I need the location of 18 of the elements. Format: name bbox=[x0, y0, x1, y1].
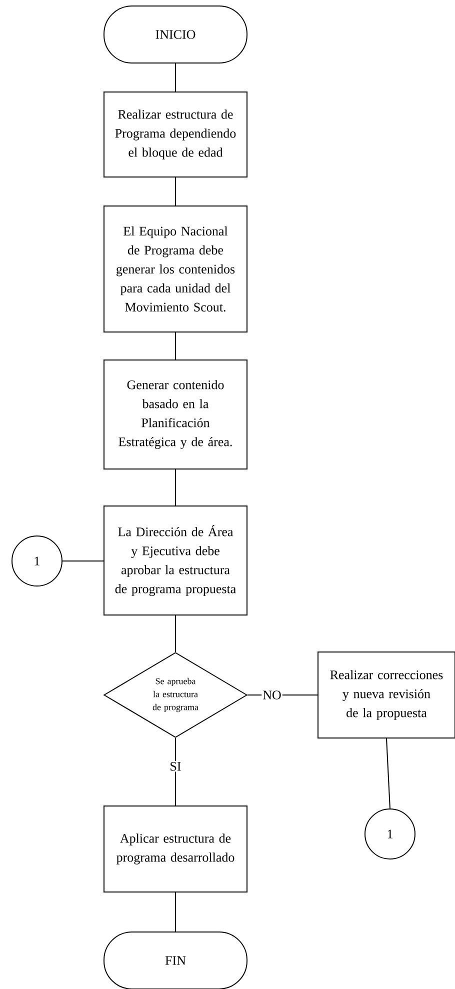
process-box: Realizar correcciones y nueva revisión de la propuesta bbox=[318, 652, 455, 738]
connector-line bbox=[386, 738, 390, 809]
process-box: La Dirección de Área y Ejecutiva debe aprobar la estructura de programa propuesta bbox=[104, 506, 248, 616]
connector-line bbox=[175, 63, 176, 92]
connector-line bbox=[175, 892, 176, 932]
connector-line bbox=[175, 177, 176, 206]
connector-line bbox=[175, 332, 176, 360]
connector-line bbox=[175, 738, 176, 806]
edge-label: NO bbox=[262, 690, 282, 700]
connector-line bbox=[175, 469, 176, 506]
connector-line bbox=[62, 560, 104, 562]
process-box: Generar contenido basado en la Planificación Estratégica y de área. bbox=[104, 360, 248, 470]
process-box: El Equipo Nacional de Programa debe generar los contenidos para cada unidad del Movimiento Scout. bbox=[104, 206, 248, 332]
edge-label: SI bbox=[168, 760, 182, 772]
process-box: Realizar estructura de Programa dependiendo el bloque de edad bbox=[104, 92, 248, 178]
connector-line bbox=[247, 694, 318, 696]
process-box: Aplicar estructura de programa desarrollado bbox=[104, 806, 248, 892]
connector-line bbox=[175, 615, 176, 652]
